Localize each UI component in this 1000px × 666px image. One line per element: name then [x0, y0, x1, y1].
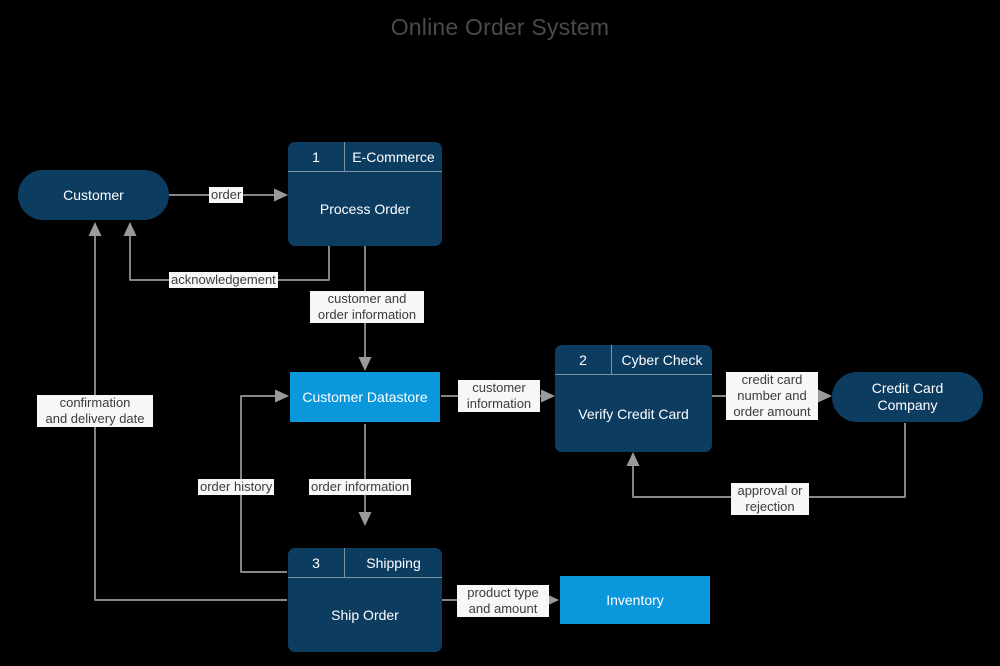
process-ship-order-header: 3 Shipping — [288, 548, 442, 578]
process-verify-credit-card-header: 2 Cyber Check — [555, 345, 712, 375]
page-title: Online Order System — [390, 14, 610, 40]
process-process-order-name: Process Order — [319, 201, 411, 217]
flow-label-order-history: order history — [198, 479, 275, 495]
flow-label-order: order — [209, 187, 244, 203]
external-entity-customer[interactable]: Customer — [18, 170, 169, 220]
datastore-inventory-label: Inventory — [606, 592, 664, 608]
flow-label-approval-or-rejection: approval or rejection — [731, 483, 809, 515]
flow-label-order-information: order information — [309, 479, 412, 495]
datastore-customer-datastore-label: Customer Datastore — [302, 389, 428, 405]
process-verify-credit-card-name: Verify Credit Card — [578, 405, 689, 422]
external-entity-credit-card-company-label: Credit Card Company — [871, 380, 944, 413]
process-verify-credit-card[interactable]: 2 Cyber Check Verify Credit Card — [555, 345, 712, 452]
datastore-customer-datastore[interactable]: Customer Datastore — [290, 372, 440, 422]
external-entity-customer-label: Customer — [63, 186, 124, 203]
flow-label-customer-and-order-information: customer and order information — [310, 291, 424, 323]
process-process-order[interactable]: 1 E-Commerce Process Order — [288, 142, 442, 246]
flow-label-product-type-and-amount: product type and amount — [457, 585, 549, 617]
process-ship-order[interactable]: 3 Shipping Ship Order — [288, 548, 442, 652]
edge-confirmation-and-delivery-date — [88, 221, 287, 601]
flow-label-customer-information: customer information — [458, 380, 540, 412]
flow-label-acknowledgement: acknowledgement — [169, 272, 278, 288]
process-process-order-number: 1 — [288, 142, 345, 171]
process-verify-credit-card-number: 2 — [555, 345, 612, 374]
process-ship-order-name: Ship Order — [331, 607, 399, 623]
external-entity-credit-card-company[interactable]: Credit Card Company — [832, 372, 983, 422]
process-process-order-header: 1 E-Commerce — [288, 142, 442, 172]
process-verify-credit-card-owner: Cyber Check — [621, 351, 703, 368]
datastore-inventory[interactable]: Inventory — [560, 576, 710, 624]
process-ship-order-number: 3 — [288, 548, 345, 577]
flow-label-confirmation-and-delivery-date: confirmation and delivery date — [37, 395, 153, 427]
process-ship-order-owner: Shipping — [366, 554, 421, 571]
process-process-order-owner: E-Commerce — [352, 148, 435, 165]
flow-label-credit-card-number-and-order-amount: credit card number and order amount — [726, 372, 818, 420]
